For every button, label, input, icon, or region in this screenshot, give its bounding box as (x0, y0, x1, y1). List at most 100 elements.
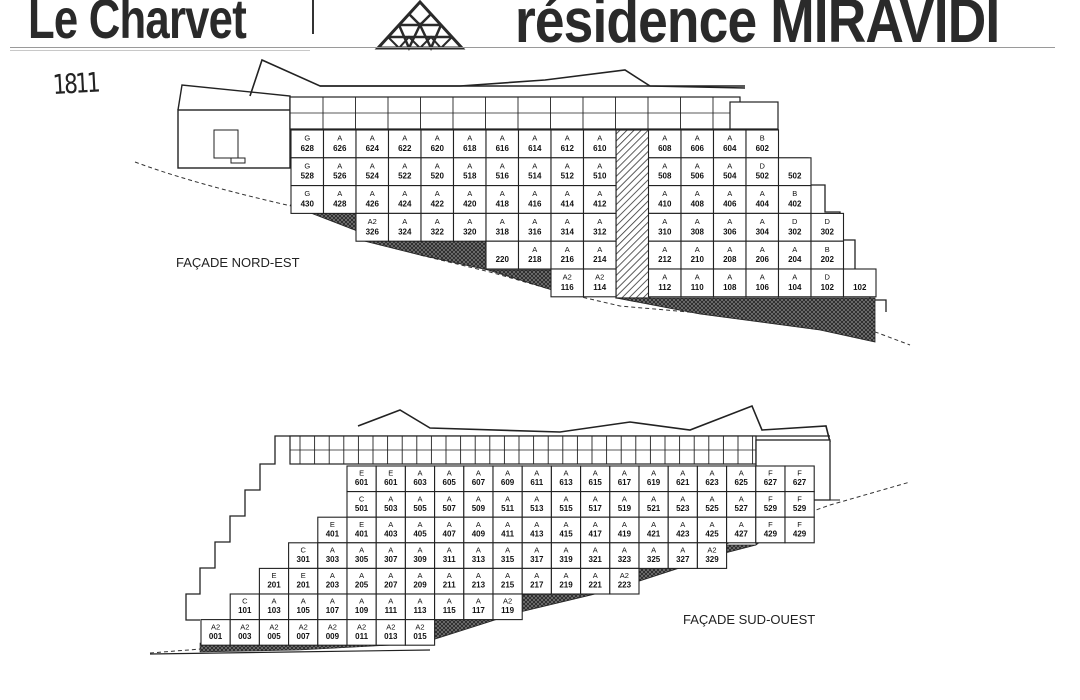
unit-cell (784, 516, 815, 544)
unit-cell (777, 268, 812, 298)
unit-cell (550, 268, 585, 298)
unit-number-label: 204 (788, 255, 802, 264)
unit-number-label: 410 (658, 199, 672, 208)
unit-type-label: D (825, 273, 831, 282)
unit-type-label: A (597, 245, 602, 254)
unit-number-label: 314 (561, 227, 575, 236)
unit-cell (810, 268, 845, 298)
unit-cell (726, 465, 757, 493)
unit-type-label: A (402, 217, 407, 226)
unit-type-label: A (435, 189, 440, 198)
unit-type-label: A (505, 520, 510, 529)
unit-number-label: 201 (267, 581, 281, 590)
unit-number-label: 529 (793, 504, 807, 513)
unit-type-label: A (695, 189, 700, 198)
unit-number-label: 206 (756, 255, 770, 264)
unit-type-label: A (709, 494, 714, 503)
unit-type-label: A (301, 597, 306, 606)
unit-type-label: A (500, 161, 505, 170)
unit-number-label: 611 (530, 478, 543, 487)
unit-type-label: A (727, 273, 732, 282)
unit-number-label: 412 (593, 199, 607, 208)
unit-number-label: 323 (618, 555, 632, 564)
unit-type-label: A (435, 134, 440, 143)
unit-cell (712, 157, 747, 187)
unit-cell (317, 516, 348, 544)
unit-number-label: 015 (413, 632, 427, 641)
unit-cell (696, 542, 728, 569)
unit-number-label: 108 (723, 283, 737, 292)
unit-type-label: A (370, 161, 375, 170)
unit-type-label: A2 (211, 622, 220, 631)
unit-cell (452, 157, 487, 187)
unit-type-label: D (825, 217, 831, 226)
unit-type-label: A (388, 597, 393, 606)
unit-number-label: 209 (413, 581, 427, 590)
unit-cell (404, 619, 436, 646)
unit-number-label: 523 (676, 504, 690, 513)
unit-type-label: A (330, 597, 335, 606)
unit-number-label: 405 (413, 529, 427, 538)
unit-type-label: A (534, 520, 539, 529)
unit-type-label: A (500, 217, 505, 226)
unit-number-label: 508 (658, 172, 672, 181)
unit-type-label: A (622, 520, 627, 529)
unit-number-label: 114 (593, 283, 606, 292)
unit-type-label: A2 (563, 273, 572, 282)
unit-type-label: A (447, 597, 452, 606)
unit-type-label: F (768, 520, 773, 529)
unit-type-label: D (760, 161, 766, 170)
unit-type-label: A (593, 494, 598, 503)
unit-type-label: A (447, 571, 452, 580)
unit-type-label: A (505, 571, 510, 580)
unit-cell (777, 240, 812, 270)
unit-number-label: 522 (398, 172, 412, 181)
unit-cell (288, 542, 319, 569)
unit-number-label: 621 (676, 478, 690, 487)
unit-number-label: 626 (333, 144, 347, 153)
unit-number-label: 625 (735, 478, 749, 487)
unit-number-label: 315 (501, 555, 515, 564)
unit-type-label: A (565, 134, 570, 143)
unit-cell (582, 212, 617, 242)
unit-type-label: C (359, 494, 365, 503)
unit-number-label: 519 (618, 504, 632, 513)
unit-type-label: D (792, 217, 798, 226)
unit-type-label: A (563, 469, 568, 478)
unit-type-label: E (359, 469, 364, 478)
unit-type-label: A (359, 571, 364, 580)
unit-type-label: A (651, 520, 656, 529)
unit-type-label: A (417, 520, 422, 529)
unit-type-label: A (388, 520, 393, 529)
unit-type-label: A (563, 494, 568, 503)
unit-cell (375, 567, 406, 595)
unit-cell (346, 542, 377, 569)
unit-number-label: 205 (355, 581, 369, 590)
unit-number-label: 420 (463, 199, 477, 208)
